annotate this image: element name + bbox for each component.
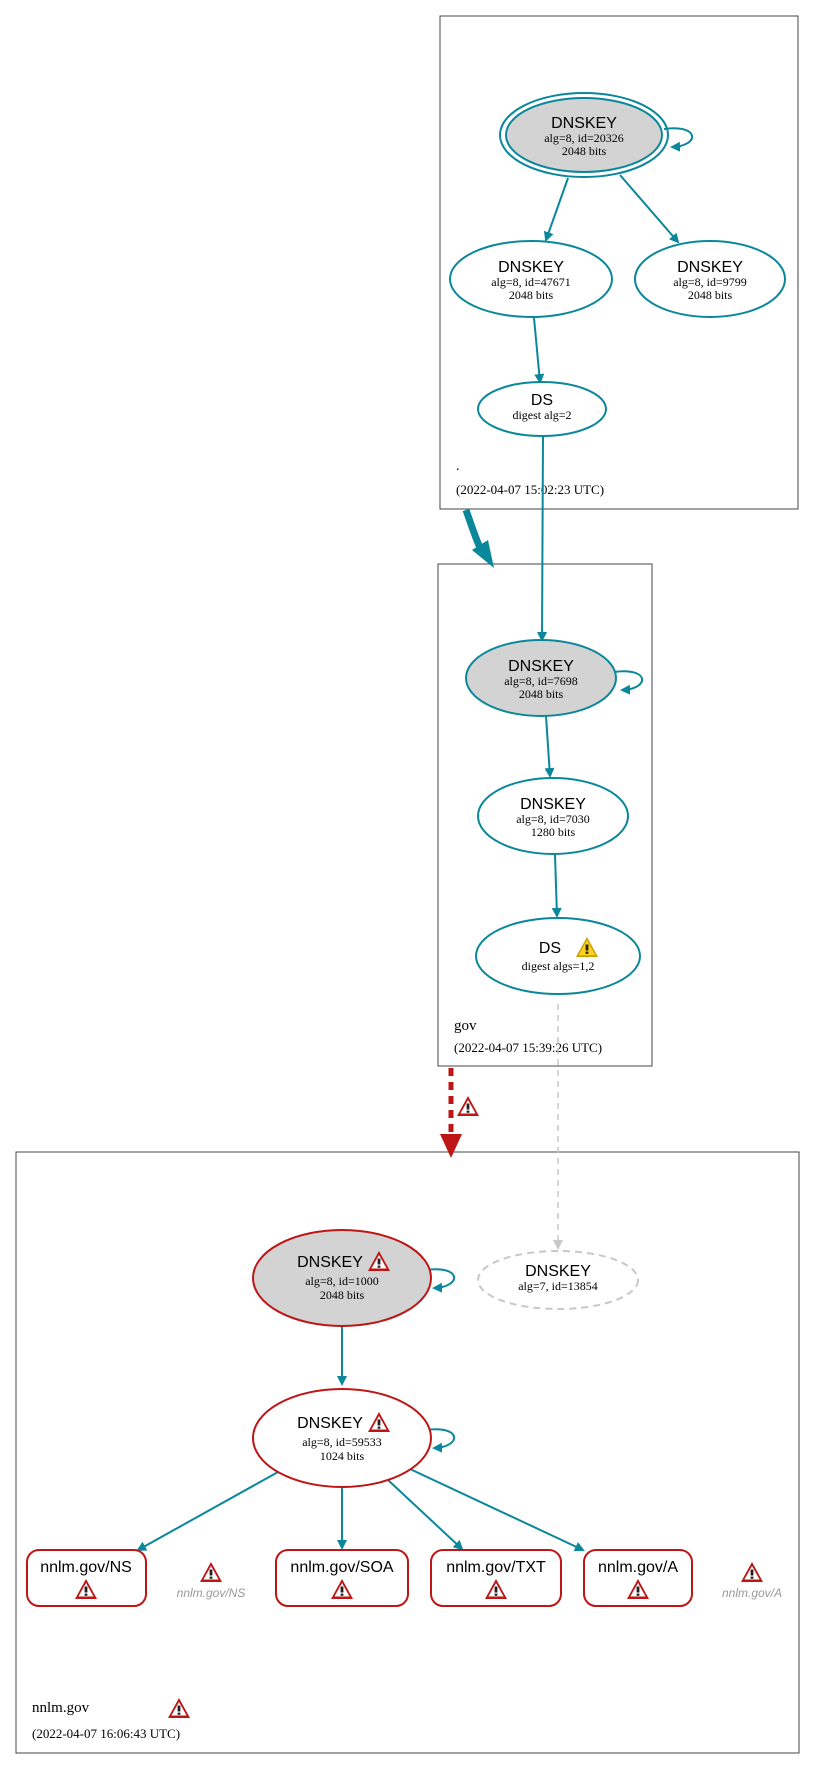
gov-ksk-line1: alg=8, id=7698	[504, 674, 578, 688]
root-ksk-node[interactable]: DNSKEY alg=8, id=20326 2048 bits	[499, 92, 669, 178]
nnlm-ksk-title: DNSKEY	[297, 1254, 363, 1271]
edge-gov-ksk-zsk	[544, 715, 555, 778]
nnlm-ksk-line2: 2048 bits	[320, 1288, 365, 1302]
edge-root-zsk1-ds	[533, 317, 545, 384]
root-zone-timestamp: (2022-04-07 15:02:23 UTC)	[456, 482, 604, 497]
root-ksk-title: DNSKEY	[551, 115, 617, 132]
edge-nnlm-zsk-self	[425, 1428, 455, 1453]
edge-root-ksk-zsk2	[619, 174, 680, 244]
rrset-ns-node[interactable]: nnlm.gov/NS	[26, 1549, 147, 1607]
nnlm-missing-line1: alg=7, id=13854	[518, 1279, 598, 1293]
rrset-a-label: nnlm.gov/A	[598, 1559, 678, 1576]
nnlm-zone-error-icon	[168, 1698, 190, 1718]
nnlm-ksk-line1: alg=8, id=1000	[305, 1274, 379, 1288]
root-zone-box	[439, 15, 799, 510]
ghost-a-error-icon	[741, 1562, 763, 1582]
root-zsk1-title: DNSKEY	[498, 259, 564, 276]
root-zsk1-line2: 2048 bits	[509, 288, 554, 302]
edge-gov-zsk-ds	[551, 854, 562, 918]
ghost-a-label: nnlm.gov/A	[722, 1586, 782, 1600]
root-zsk2-title: DNSKEY	[677, 259, 743, 276]
nnlm-zsk-line1: alg=8, id=59533	[302, 1435, 382, 1449]
gov-zsk-node[interactable]: DNSKEY alg=8, id=7030 1280 bits	[477, 777, 629, 855]
gov-ksk-title: DNSKEY	[508, 658, 574, 675]
root-zsk2-line1: alg=8, id=9799	[673, 275, 747, 289]
root-ds-line1: digest alg=2	[512, 408, 571, 422]
gov-ksk-node[interactable]: DNSKEY alg=8, id=7698 2048 bits	[465, 639, 617, 717]
root-ksk-line2: 2048 bits	[562, 144, 607, 158]
nnlm-zsk-node[interactable]: DNSKEY alg=8, id=59533 1024 bits	[252, 1388, 432, 1488]
nnlm-zone-timestamp: (2022-04-07 16:06:43 UTC)	[32, 1726, 180, 1741]
gov-ds-node[interactable]: DS digest algs=1,2	[475, 917, 641, 995]
gov-zone-timestamp: (2022-04-07 15:39:26 UTC)	[454, 1040, 602, 1055]
edge-nnlm-ksk-self	[425, 1268, 455, 1293]
edge-nnlm-zsk-ns	[136, 1471, 279, 1551]
rrset-soa-node[interactable]: nnlm.gov/SOA	[275, 1549, 409, 1607]
root-ds-title: DS	[531, 392, 553, 409]
rrset-txt-label: nnlm.gov/TXT	[446, 1559, 546, 1576]
gov-zone-name: gov	[454, 1018, 477, 1034]
edge-root-ds-gov-ksk	[537, 435, 548, 642]
gov-zsk-title: DNSKEY	[520, 796, 586, 813]
rrset-a-node[interactable]: nnlm.gov/A	[583, 1549, 693, 1607]
edge-root-gov-delegation-head	[472, 540, 494, 568]
root-zsk1-node[interactable]: DNSKEY alg=8, id=47671 2048 bits	[449, 240, 613, 318]
rrset-soa-label: nnlm.gov/SOA	[290, 1559, 393, 1576]
root-ksk-line1: alg=8, id=20326	[544, 131, 624, 145]
edge-gov-ksk-self	[613, 670, 643, 695]
nnlm-zone-box	[15, 1151, 800, 1754]
rrset-txt-node[interactable]: nnlm.gov/TXT	[430, 1549, 562, 1607]
edge-gov-nnlm-delegation-head	[440, 1134, 462, 1158]
gov-ds-title: DS	[539, 940, 561, 957]
nnlm-zone-name: nnlm.gov	[32, 1700, 90, 1716]
edge-nnlm-zsk-a	[409, 1468, 585, 1552]
nnlm-zsk-title: DNSKEY	[297, 1415, 363, 1432]
root-zsk1-line1: alg=8, id=47671	[491, 275, 571, 289]
nnlm-ksk-node[interactable]: DNSKEY alg=8, id=1000 2048 bits	[252, 1229, 432, 1327]
root-zsk2-line2: 2048 bits	[688, 288, 733, 302]
gov-zsk-line2: 1280 bits	[531, 825, 576, 839]
rrset-ns-label: nnlm.gov/NS	[40, 1559, 132, 1576]
gov-zsk-line1: alg=8, id=7030	[516, 812, 590, 826]
gov-ksk-line2: 2048 bits	[519, 687, 564, 701]
edge-root-ksk-self	[663, 127, 693, 152]
edge-root-ksk-zsk1	[543, 177, 569, 242]
ghost-ns-error-icon	[200, 1562, 222, 1582]
gov-zone-box	[437, 563, 653, 1067]
root-ds-node[interactable]: DS digest alg=2	[477, 381, 607, 437]
gov-ds-line1: digest algs=1,2	[522, 959, 595, 973]
delegation-error-icon	[457, 1096, 479, 1116]
nnlm-zsk-line2: 1024 bits	[320, 1449, 365, 1463]
edge-nnlm-zsk-txt	[387, 1479, 464, 1551]
nnlm-missing-title: DNSKEY	[525, 1263, 591, 1280]
ghost-ns-label: nnlm.gov/NS	[177, 1586, 246, 1600]
root-zone-name: .	[456, 459, 460, 474]
nnlm-missing-dnskey-node[interactable]: DNSKEY alg=7, id=13854	[477, 1250, 639, 1310]
root-zsk2-node[interactable]: DNSKEY alg=8, id=9799 2048 bits	[634, 240, 786, 318]
